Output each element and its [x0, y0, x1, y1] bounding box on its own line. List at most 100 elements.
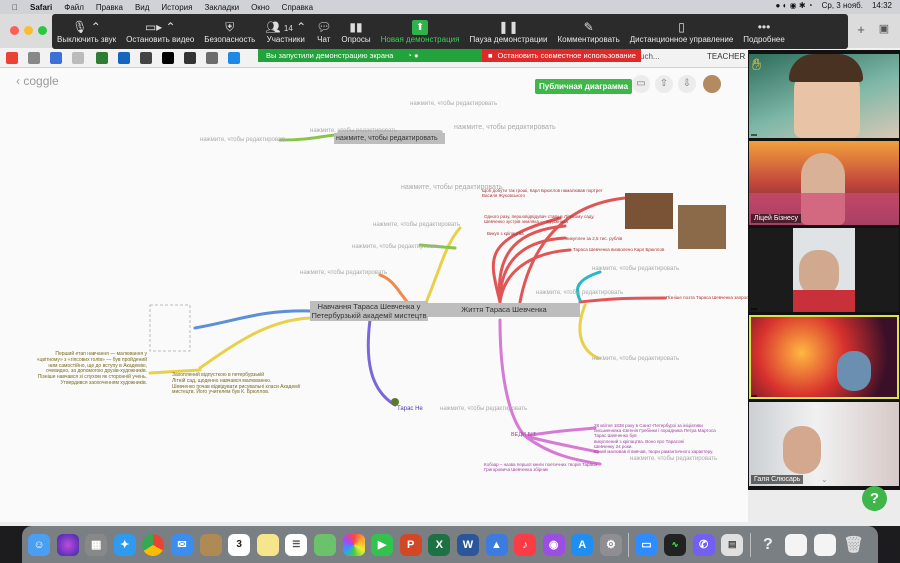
node-portrait-zhukovsky[interactable]: Щоб добути так гроші, Карл Брюллов намал…: [482, 188, 603, 198]
app-menu[interactable]: Safari: [24, 2, 52, 12]
placeholder-node[interactable]: нажмите, чтобы редактировать: [440, 406, 528, 412]
share-upload-icon[interactable]: ⇧: [655, 75, 673, 93]
chrome-icon[interactable]: [142, 533, 165, 556]
gmail-bookmark-icon[interactable]: [6, 52, 18, 64]
trash-icon[interactable]: 🗑︎: [843, 536, 864, 554]
app-store-icon[interactable]: A: [571, 533, 594, 556]
mute-button[interactable]: 🎙︎ ⌃Выключить звук: [52, 14, 121, 49]
mail-icon[interactable]: ✉: [170, 533, 193, 556]
minimize-window-button[interactable]: [24, 26, 33, 35]
download-icon[interactable]: ⇩: [678, 75, 696, 93]
close-window-button[interactable]: [10, 26, 19, 35]
tab-overview-icon[interactable]: ▣: [878, 23, 890, 35]
painting-image-1[interactable]: [625, 193, 673, 229]
menu-edit[interactable]: Правка: [89, 2, 123, 12]
image-placeholder[interactable]: [149, 304, 191, 352]
coggle-logo[interactable]: ‹ coggle: [16, 74, 59, 88]
maps-icon[interactable]: [313, 533, 336, 556]
new-share-button[interactable]: ⬆Новая демонстрация: [376, 14, 465, 49]
video-tile-participant-2[interactable]: Ліцей Бізнесу: [749, 141, 899, 225]
photos-icon[interactable]: [342, 533, 365, 556]
viber-icon[interactable]: ✆: [692, 533, 715, 556]
screenshot-icon[interactable]: [785, 533, 808, 556]
notes-icon[interactable]: [256, 533, 279, 556]
stop-share-button[interactable]: ■Остановить совместное использование: [482, 49, 641, 62]
node-april-1838[interactable]: 28 квітня 1838 року в Санкт-Петербурзі з…: [594, 423, 716, 454]
video-tile-participant-4[interactable]: [749, 315, 899, 399]
new-tab-icon[interactable]: +: [857, 22, 865, 37]
pause-share-button[interactable]: ❚❚Пауза демонстрации: [464, 14, 552, 49]
help-button[interactable]: ?: [862, 486, 887, 511]
node-first-stage[interactable]: Перший етап навчання — малювання у «цвіт…: [25, 351, 147, 387]
annotate-button[interactable]: ✎Комментировать: [552, 14, 624, 49]
bookmark-icon[interactable]: [28, 52, 40, 64]
bookmark-icon[interactable]: [118, 52, 130, 64]
facetime-icon[interactable]: ▶: [371, 533, 394, 556]
video-tile-participant-5[interactable]: Галя Слюсарь ⌄: [749, 402, 899, 486]
apple-menu-icon[interactable]: : [12, 3, 18, 12]
bookmark-icon[interactable]: [206, 52, 218, 64]
central-node-education[interactable]: Навчання Тараса Шевченка у Петербурзькій…: [310, 301, 428, 321]
placeholder-node[interactable]: нажмите, чтобы редактировать: [200, 137, 288, 143]
screenshot-icon[interactable]: [814, 533, 837, 556]
painting-image-2[interactable]: [678, 205, 726, 249]
finder-icon[interactable]: ☺: [28, 533, 50, 556]
bookmark-icon[interactable]: [184, 52, 196, 64]
node-bryullov[interactable]: Тараса Шевченка визволено Карл Брюллов: [573, 247, 665, 252]
participants-button[interactable]: 👥︎ 14 ⌃Участники: [260, 14, 311, 49]
stop-video-button[interactable]: ▭▸ ⌃Остановить видео: [121, 14, 199, 49]
placeholder-node[interactable]: нажмите, чтобы редактировать: [630, 456, 718, 462]
reminders-icon[interactable]: ☰: [285, 533, 308, 556]
security-button[interactable]: ⛨Безопасность: [199, 14, 260, 49]
keynote-icon[interactable]: ▲: [485, 533, 508, 556]
menu-history[interactable]: История: [155, 2, 192, 12]
word-icon[interactable]: W: [456, 533, 479, 556]
placeholder-node[interactable]: нажмите, чтобы редактировать: [352, 244, 440, 250]
node-summer-garden-meeting[interactable]: Одного разу, першовідвідувач ставу в Літ…: [484, 214, 594, 224]
placeholder-node[interactable]: нажмите, чтобы редактировать: [401, 184, 503, 191]
node-later-life[interactable]: Пізніше поэта Тараса Шевченка запросили …: [666, 295, 780, 300]
bookmark-icon[interactable]: [50, 52, 62, 64]
public-diagram-button[interactable]: Публичная диаграмма: [535, 79, 633, 94]
menu-file[interactable]: Файл: [58, 2, 84, 12]
bookmark-icon[interactable]: [140, 52, 152, 64]
central-node-life[interactable]: Життя Тараса Шевченка: [428, 303, 580, 317]
menubar-time[interactable]: 14:32: [871, 1, 892, 10]
collaborator-avatar[interactable]: [703, 75, 721, 93]
placeholder-node[interactable]: нажмите, чтобы редактировать: [300, 270, 388, 276]
siri-icon[interactable]: [56, 533, 79, 556]
status-icons[interactable]: ● ◐ ◉ ✱ ◔: [775, 1, 813, 10]
zoom-icon[interactable]: ▭: [635, 533, 658, 556]
calendar-icon[interactable]: 3: [228, 533, 251, 556]
node-ransom-amount[interactable]: викуплен за 2,5 тис. рублів: [566, 236, 623, 241]
present-icon[interactable]: ▭: [632, 75, 650, 93]
excel-icon[interactable]: X: [428, 533, 451, 556]
placeholder-node[interactable]: нажмите, чтобы редактировать: [454, 124, 556, 131]
placeholder-node[interactable]: нажмите, чтобы редактировать: [592, 356, 680, 362]
video-tile-participant-3[interactable]: [749, 228, 899, 312]
bookmark-icon[interactable]: [162, 52, 174, 64]
podcasts-icon[interactable]: ◉: [542, 533, 565, 556]
bookmark-icon[interactable]: [228, 52, 240, 64]
safari-icon[interactable]: ✦: [113, 533, 136, 556]
menu-window[interactable]: Окно: [245, 2, 270, 12]
selected-placeholder-node[interactable]: нажмите, чтобы редактировать: [334, 133, 445, 144]
node-kobzar[interactable]: Кобзар – назва першої книги поетичних тв…: [484, 462, 597, 472]
placeholder-node[interactable]: нажмите, чтобы редактировать: [310, 128, 398, 134]
help-icon[interactable]: ?: [762, 535, 773, 553]
system-preferences-icon[interactable]: ⚙: [599, 533, 622, 556]
video-tile-participant-1[interactable]: [749, 54, 899, 138]
music-icon[interactable]: ♪: [514, 533, 537, 556]
preview-icon[interactable]: ▤: [721, 533, 744, 556]
remote-control-button[interactable]: ▯Дистанционное управление: [625, 14, 739, 49]
placeholder-node[interactable]: нажмите, чтобы редактировать: [410, 101, 498, 107]
menu-bookmarks[interactable]: Закладки: [198, 2, 239, 12]
launchpad-icon[interactable]: ▦: [85, 533, 108, 556]
menu-help[interactable]: Справка: [275, 2, 313, 12]
node-ransom[interactable]: Викуп з кріпацтва: [487, 231, 524, 236]
bookmark-label-partial[interactable]: uch...: [640, 52, 660, 61]
node-vedy-bit[interactable]: ВЕДИ БІТ: [511, 432, 537, 438]
powerpoint-icon[interactable]: P: [399, 533, 422, 556]
placeholder-node[interactable]: нажмите, чтобы редактировать: [592, 266, 680, 272]
share-status-icons[interactable]: ◔ ●: [407, 51, 419, 60]
